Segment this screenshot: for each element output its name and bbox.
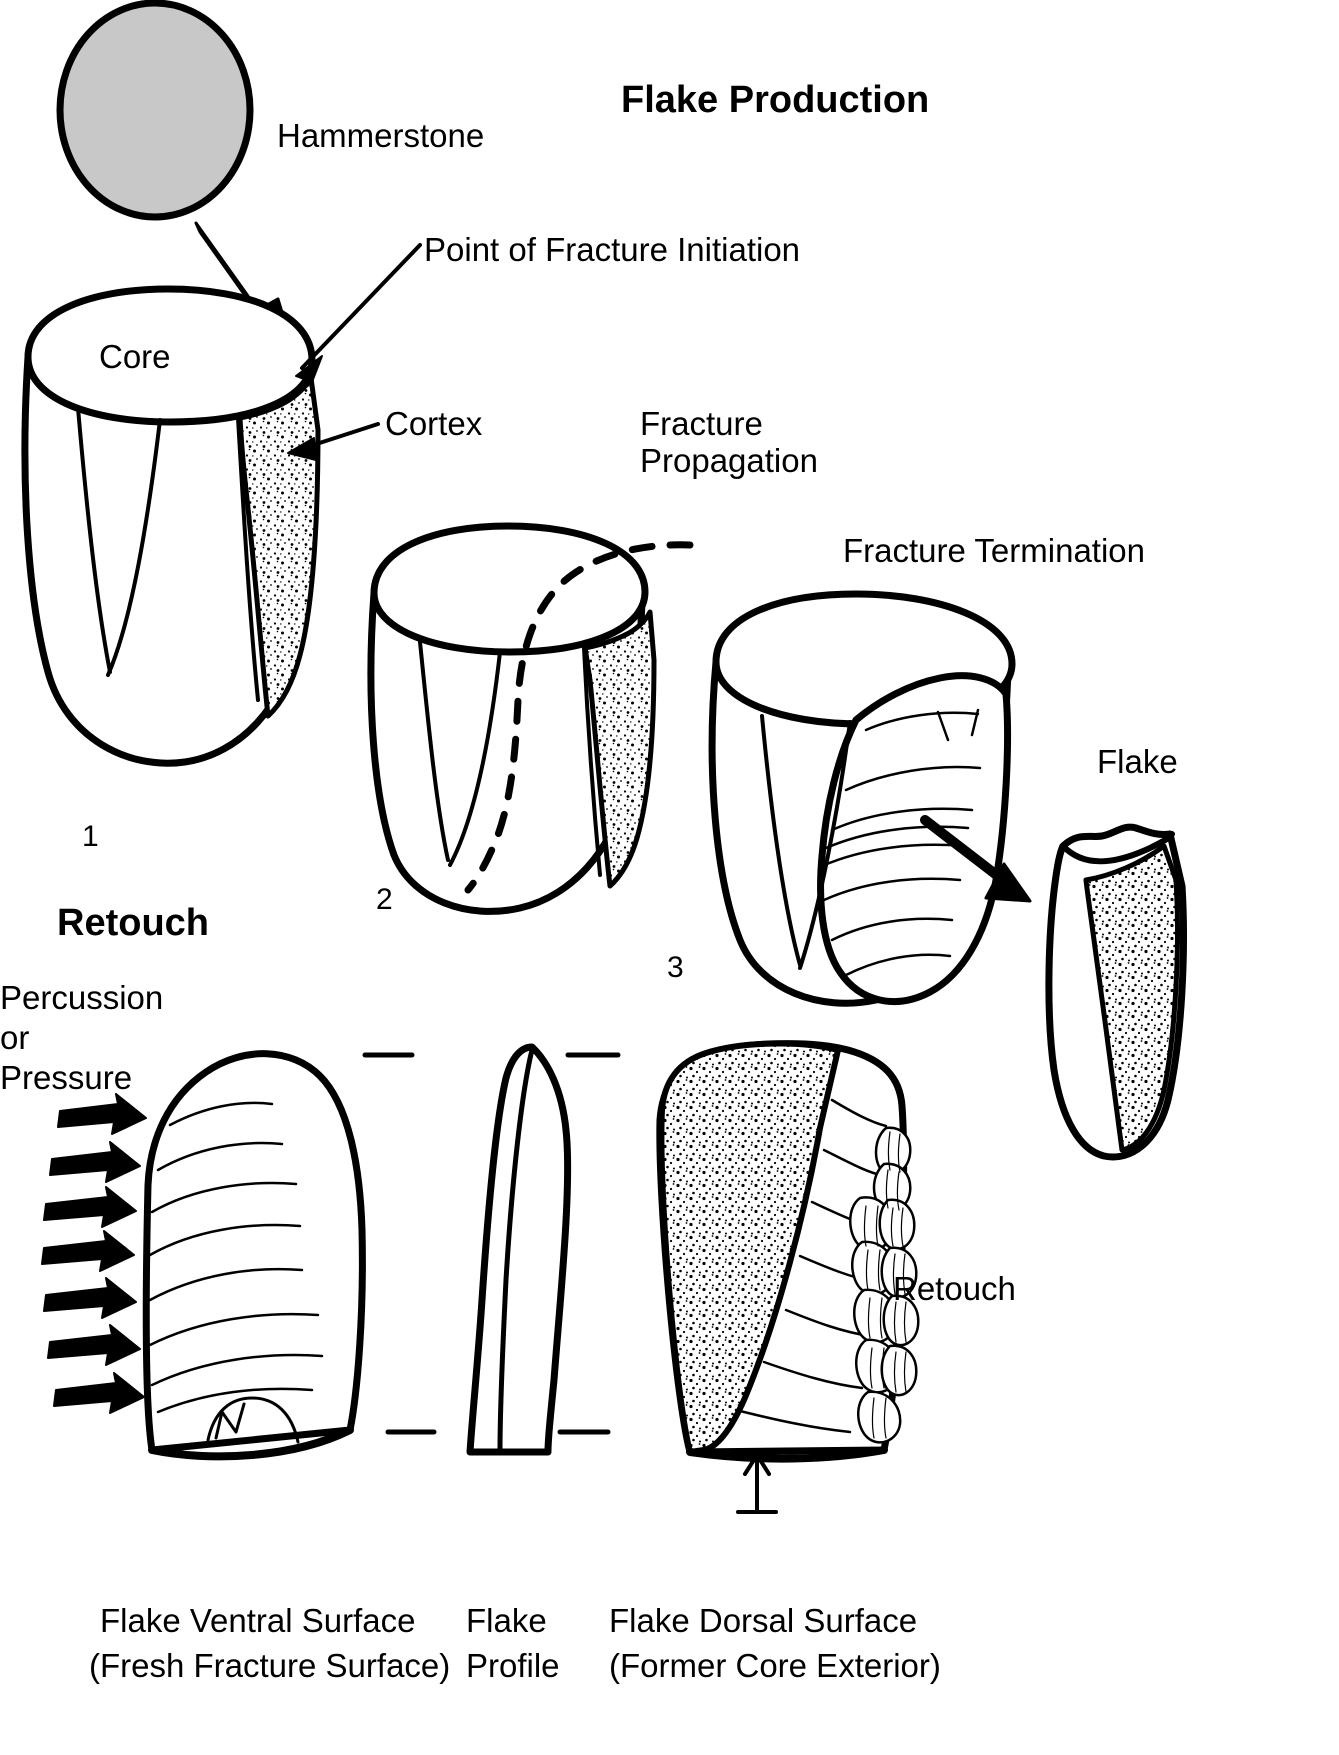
ripple: [830, 1098, 888, 1128]
core2-scar-right: [582, 646, 602, 877]
percussion-arrow-group: [41, 1093, 147, 1414]
ripple: [150, 1181, 298, 1214]
caption-dorsal-line1: Flake Dorsal Surface: [609, 1602, 918, 1639]
ventral-bulb: [206, 1396, 300, 1444]
label-point-of-fracture-initiation: Point of Fracture Initiation: [424, 231, 801, 268]
profile-outline: [466, 1043, 572, 1456]
label-fracture-termination: Fracture Termination: [843, 532, 1146, 569]
initiation-leader-arrowhead: [295, 355, 323, 383]
caption-profile-line2: Profile: [466, 1647, 560, 1684]
retouch-scallops: [849, 1126, 920, 1444]
label-cortex: Cortex: [385, 405, 483, 442]
core3-scar-mid: [798, 720, 852, 970]
section-title-retouch: Retouch: [57, 902, 209, 944]
label-hammerstone: Hammerstone: [277, 117, 485, 154]
detached-flake-platform-edge: [1060, 831, 1175, 865]
step-number-1: 1: [82, 820, 99, 853]
profile-inner-ridge: [497, 1047, 535, 1455]
step-number-2: 2: [376, 883, 393, 916]
core1-scar-mid: [106, 418, 162, 677]
ripple: [150, 1353, 324, 1387]
label-pressure: Pressure: [0, 1059, 133, 1096]
scallop-hatching: [863, 1131, 907, 1439]
dorsal-base-edge: [686, 1446, 888, 1463]
ripple: [734, 1408, 852, 1434]
label-retouch-callout: Retouch: [893, 1270, 1016, 1307]
core3-flake-scar: [817, 672, 1012, 1006]
ripple: [830, 917, 954, 942]
crack: [936, 710, 950, 742]
label-percussion: Percussion: [0, 979, 164, 1016]
caption-ventral-line1: Flake Ventral Surface: [100, 1602, 416, 1639]
core1-scar-left: [76, 406, 112, 674]
ventral-notch: [214, 1402, 246, 1440]
caption-dorsal-line2: (Former Core Exterior): [609, 1647, 941, 1684]
core2-scar-mid: [448, 650, 502, 867]
ripple: [168, 1101, 274, 1127]
label-fracture-propagation-line2: Propagation: [640, 442, 818, 479]
platform-tick-arrowhead: [743, 1453, 771, 1476]
detached-flake-cortex: [1083, 843, 1180, 1153]
ripple: [830, 807, 974, 832]
ripple: [844, 953, 952, 977]
caption-profile-line1: Flake: [466, 1602, 547, 1639]
core2-cortex: [582, 609, 657, 889]
label-or: or: [0, 1019, 30, 1056]
core1-cortex: [237, 375, 321, 719]
fracture-propagation-dashed: [464, 541, 694, 894]
cortex-leader-arrowhead: [287, 437, 317, 461]
ripple: [156, 1387, 314, 1414]
core2-scar-left: [418, 640, 450, 862]
ripple: [820, 843, 966, 868]
ripple: [822, 877, 962, 902]
ripple: [844, 765, 982, 792]
ripple: [148, 1223, 302, 1257]
initiation-leader-line: [300, 243, 422, 370]
core1-scar-right: [236, 416, 260, 702]
ventral-base-edge: [148, 1426, 354, 1461]
label-flake: Flake: [1097, 743, 1178, 780]
detachment-arrow-head: [984, 862, 1032, 903]
ripple: [156, 1141, 284, 1172]
ripple: [148, 1267, 304, 1302]
core2-platform: [370, 522, 649, 656]
caption-ventral-line2: (Fresh Fracture Surface): [89, 1647, 451, 1684]
ripple: [762, 1360, 864, 1390]
crack: [970, 708, 980, 737]
label-fracture-propagation-line1: Fracture: [640, 405, 763, 442]
ripple: [824, 825, 970, 850]
dorsal-cortex: [658, 1040, 841, 1455]
core3-scar-left: [760, 714, 802, 967]
page-title-flake-production: Flake Production: [621, 79, 930, 121]
ripple: [864, 711, 980, 732]
ripple: [148, 1312, 320, 1347]
label-core: Core: [99, 338, 171, 375]
step-number-3: 3: [667, 951, 684, 984]
hammerstone-shape: [56, 0, 254, 221]
